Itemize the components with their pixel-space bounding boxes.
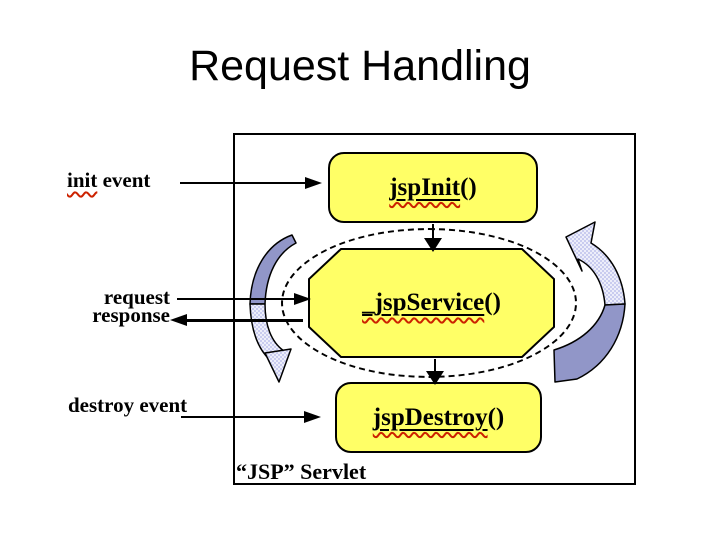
label-init-event: init event	[67, 168, 151, 192]
jspservice-label: _jspService()	[362, 289, 501, 316]
label-request: request	[103, 285, 170, 309]
service-to-destroy-arrow-head	[426, 371, 444, 385]
page-title: Request Handling	[189, 42, 531, 90]
init-to-service-arrow-head	[424, 238, 442, 252]
request-arrow-line	[177, 298, 296, 300]
response-arrow-head	[170, 314, 187, 326]
init-event-arrow-line	[180, 182, 307, 184]
cycle-arrow-right-icon	[553, 221, 626, 383]
response-arrow-line	[186, 319, 303, 322]
service-to-destroy-arrow-line	[434, 359, 436, 372]
caption-jsp-servlet: “JSP” Servlet	[236, 459, 367, 484]
node-jspinit: jspInit()	[328, 152, 538, 223]
node-jspservice: _jspService()	[308, 248, 555, 358]
label-response: response	[92, 303, 170, 327]
jspinit-label: jspInit()	[389, 173, 477, 201]
init-to-service-arrow-line	[432, 224, 434, 239]
destroy-event-arrow-head	[304, 411, 321, 423]
destroy-event-arrow-line	[181, 416, 306, 418]
label-destroy-event: destroy event	[68, 393, 188, 417]
request-arrow-head	[294, 293, 311, 305]
node-jspdestroy: jspDestroy()	[335, 382, 542, 453]
jspdestroy-label: jspDestroy()	[372, 403, 505, 431]
init-event-arrow-head	[305, 177, 322, 189]
